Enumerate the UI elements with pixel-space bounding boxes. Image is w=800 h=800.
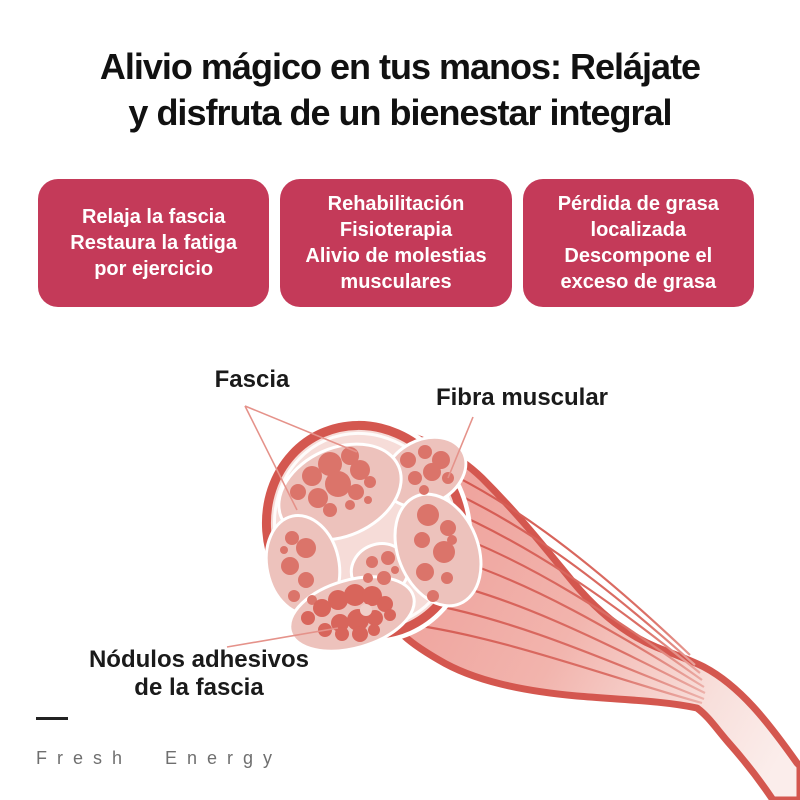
page-title-line-2: y disfruta de un bienestar integral	[128, 92, 672, 133]
benefit-box-fat-loss: Pérdida de grasa localizada Descompone e…	[522, 179, 754, 307]
fibra-leader-line	[447, 416, 474, 479]
footer-divider	[36, 717, 68, 720]
nodulos-label-line-1: Nódulos adhesivos	[88, 646, 310, 673]
benefits-row: Relaja la fascia Restaura la fatiga por …	[38, 179, 754, 307]
brand-logo-text: Fresh Energy	[36, 748, 283, 768]
adhesion-nodules	[301, 584, 396, 642]
nodulos-label: Nódulos adhesivos de la fascia	[75, 646, 323, 702]
muscle-diagram: Fascia Fibra muscular Nódulos adhesivos …	[0, 330, 800, 800]
benefit-line: Rehabilitación	[327, 193, 465, 215]
benefit-box-rehab: Rehabilitación Fisioterapia Alivio de mo…	[280, 179, 512, 307]
fibra-muscular-label: Fibra muscular	[435, 384, 609, 411]
benefit-line: por ejercicio	[94, 258, 214, 280]
fascia-leader-line-1	[244, 405, 358, 453]
nodulos-label-line-2: de la fascia	[134, 674, 264, 701]
benefit-line: Alivio de molestias	[305, 245, 487, 267]
nodulos-leader-line	[226, 627, 339, 648]
fascia-leader-line-2	[244, 405, 298, 511]
benefit-line: Descompone el	[564, 245, 713, 267]
benefit-line: Pérdida de grasa	[557, 193, 719, 215]
benefit-line: Relaja la fascia	[81, 206, 226, 228]
muscle-cross-section	[261, 420, 483, 653]
benefit-box-relax: Relaja la fascia Restaura la fatiga por …	[38, 179, 270, 307]
leader-lines	[226, 405, 474, 648]
benefit-line: Fisioterapia	[339, 219, 453, 241]
muscle-body	[381, 426, 800, 800]
fascia-label: Fascia	[214, 366, 290, 393]
muscle-fibers	[280, 445, 457, 605]
benefit-line: exceso de grasa	[560, 271, 717, 293]
benefit-line: localizada	[590, 219, 687, 241]
benefit-line: musculares	[340, 271, 452, 293]
benefit-line: Restaura la fatiga	[70, 232, 238, 254]
page-title-line-1: Alivio mágico en tus manos: Relájate	[99, 46, 701, 87]
page-title: Alivio mágico en tus manos: Relájate y d…	[0, 44, 800, 136]
